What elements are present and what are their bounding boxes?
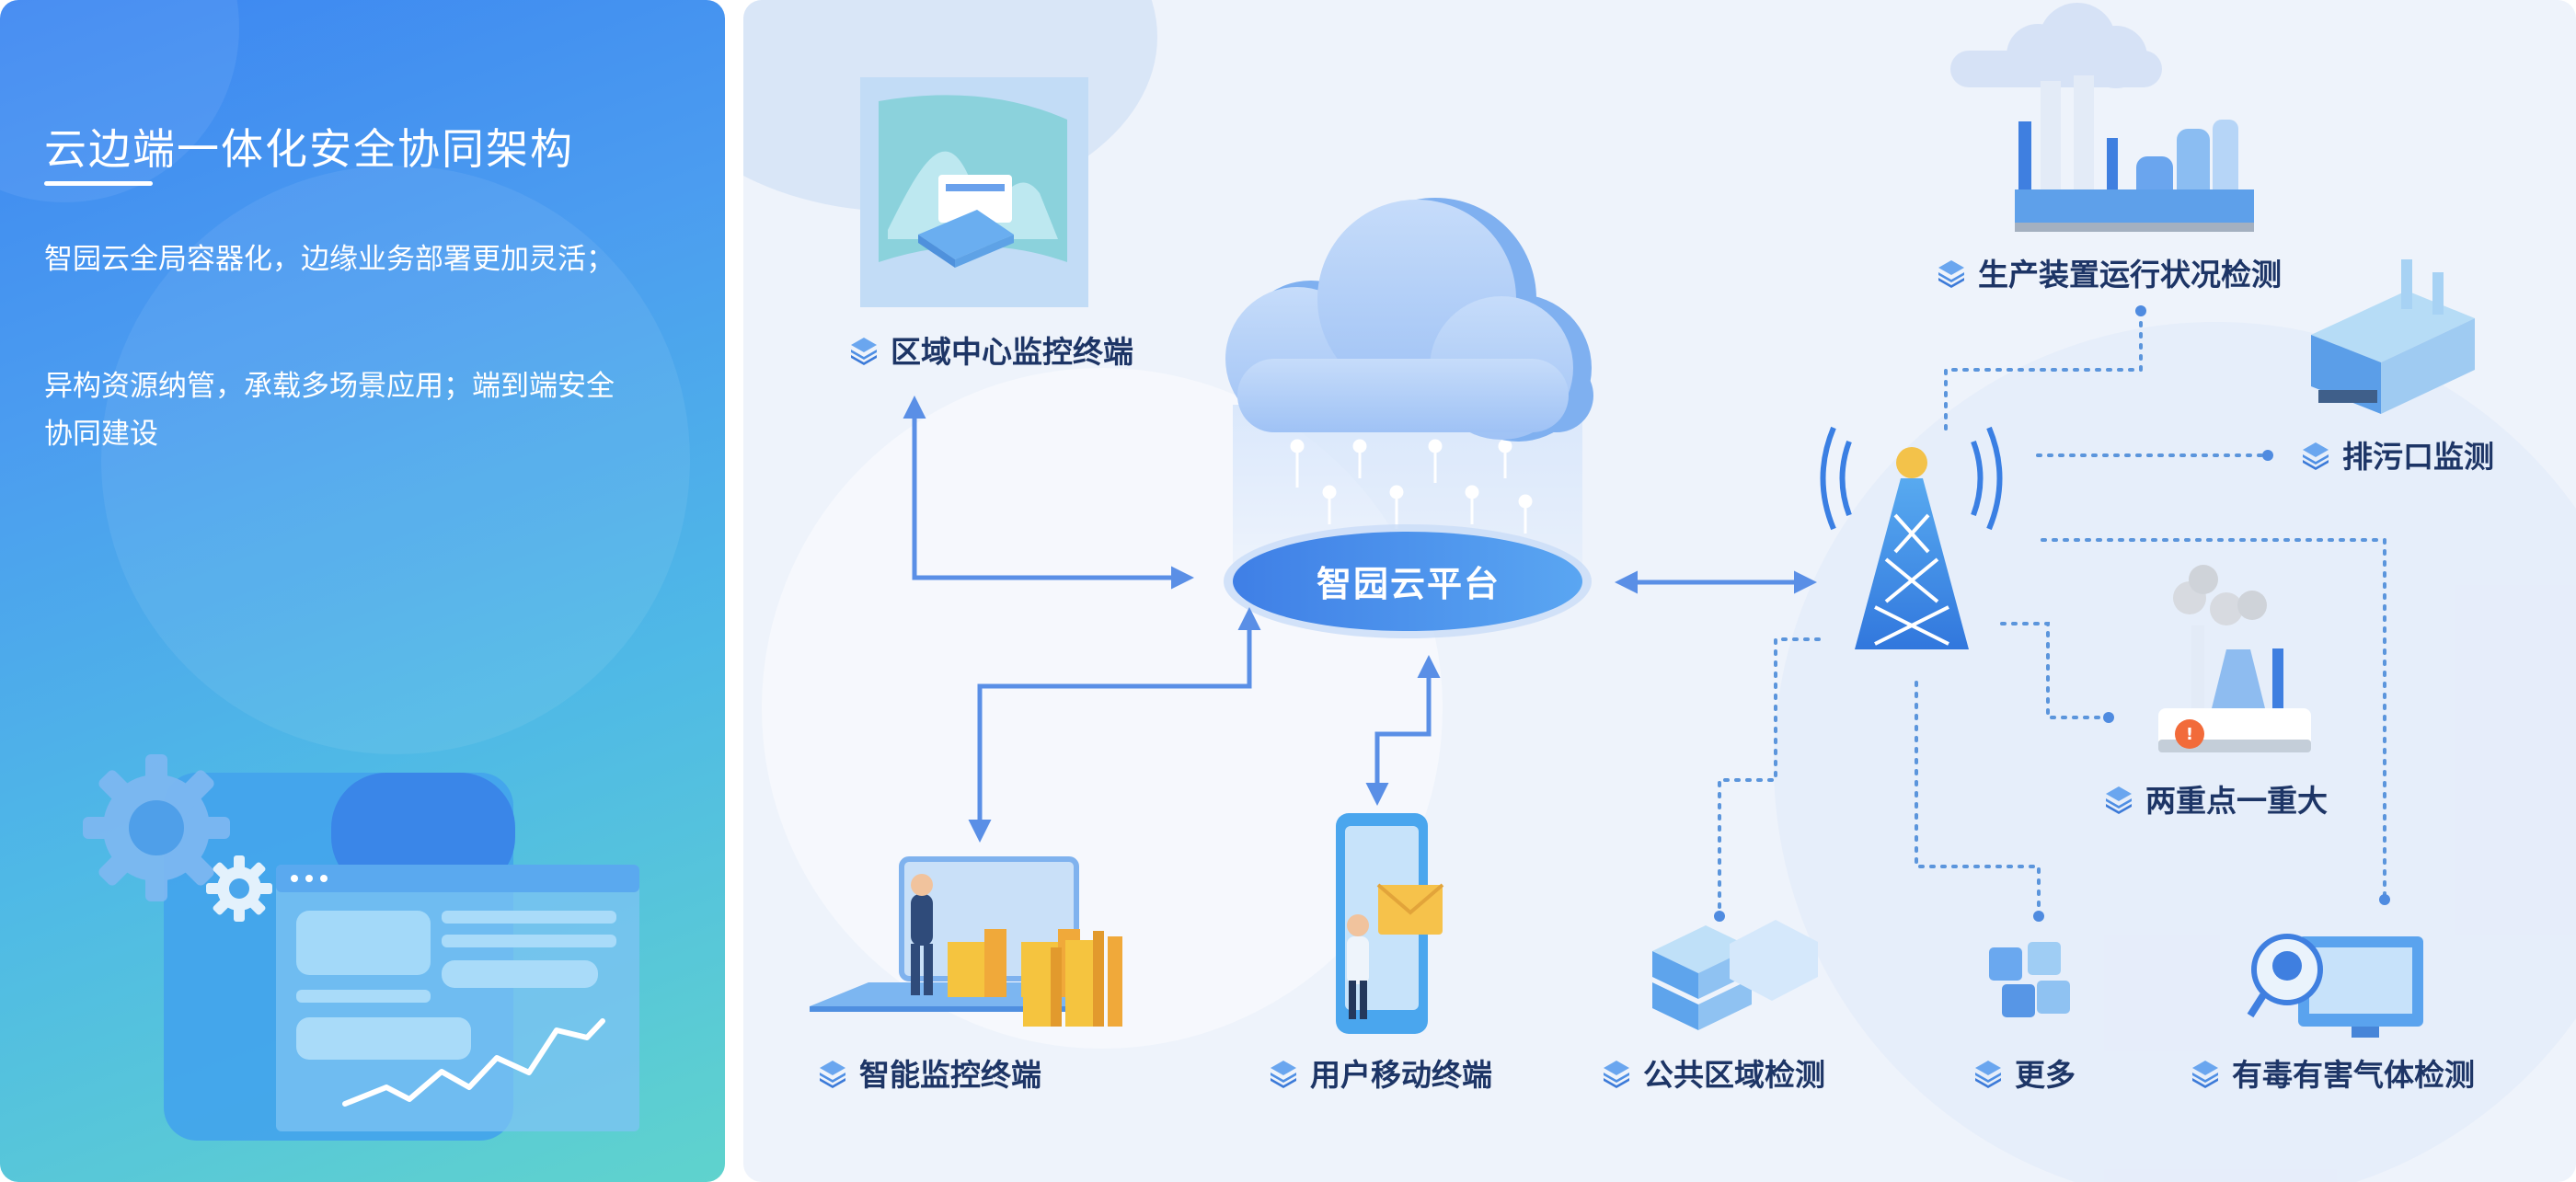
node-label-text: 用户移动终端	[1310, 1057, 1492, 1093]
node-discharge-monitor: 排污口监测	[2300, 432, 2494, 476]
connector-lines	[903, 396, 1817, 843]
node-label-text: 智能监控终端	[859, 1057, 1041, 1093]
layers-icon	[1975, 1061, 2001, 1088]
layers-icon	[2106, 786, 2132, 814]
page-title: 云边端一体化安全协同架构	[44, 124, 574, 174]
description-2: 异构资源纳管，承载多场景应用；端到端安全协同建设	[44, 370, 615, 451]
cloud-icon	[1225, 198, 1593, 589]
regional-monitor-illustration	[860, 77, 1088, 307]
node-regional-monitor: 区域中心监控终端	[848, 327, 1133, 372]
layers-icon	[1938, 260, 1964, 288]
discharge-building-illustration	[2311, 259, 2475, 414]
bar-chart-decor	[1023, 931, 1122, 1027]
node-mobile-terminal: 用户移动终端	[1268, 1050, 1492, 1095]
node-two-major: 两重点一重大	[2103, 776, 2328, 821]
signal-tower-icon	[1820, 426, 2003, 649]
layers-icon	[820, 1061, 845, 1088]
description-1: 智园云全局容器化，边缘业务部署更加灵活；	[44, 243, 615, 276]
node-label-text: 有毒有害气体检测	[2232, 1057, 2475, 1093]
title-underline	[44, 181, 153, 186]
dashboard-illustration	[83, 754, 639, 1141]
platform-label: 智园云平台	[1316, 564, 1501, 604]
toxic-gas-monitor-illustration	[2247, 934, 2423, 1038]
node-production-monitor: 生产装置运行状况检测	[1936, 250, 2282, 294]
cubes-icon	[1989, 942, 2070, 1017]
node-smart-terminal: 智能监控终端	[817, 1050, 1041, 1095]
node-label-text: 生产装置运行状况检测	[1978, 257, 2282, 293]
layers-icon	[1604, 1061, 1629, 1088]
node-label-text: 两重点一重大	[2145, 783, 2328, 819]
production-plant-illustration	[1950, 3, 2254, 232]
layers-icon	[851, 338, 877, 365]
chemical-plant-illustration: !	[2158, 565, 2311, 752]
node-toxic-gas: 有毒有害气体检测	[2190, 1050, 2475, 1095]
dotted-connectors	[1718, 309, 2386, 918]
decor-circle	[101, 166, 690, 754]
layers-icon	[2192, 1061, 2218, 1088]
platform-disc	[1233, 532, 1582, 631]
server-rack-illustration	[1652, 920, 1818, 1030]
node-label-text: 排污口监测	[2342, 439, 2494, 475]
mobile-phone-illustration	[1336, 813, 1444, 1034]
node-label-text: 区域中心监控终端	[891, 334, 1133, 370]
node-public-area: 公共区域检测	[1601, 1050, 1825, 1095]
svg-text:!: !	[2186, 725, 2193, 744]
intro-panel: 云边端一体化安全协同架构 智园云全局容器化，边缘业务部署更加灵活； 异构资源纳管…	[0, 0, 725, 1182]
node-label-text: 更多	[2015, 1057, 2076, 1093]
node-label-text: 公共区域检测	[1643, 1057, 1825, 1093]
layers-icon	[2303, 442, 2329, 470]
layers-icon	[1271, 1061, 1296, 1088]
node-more: 更多	[1972, 1050, 2076, 1095]
